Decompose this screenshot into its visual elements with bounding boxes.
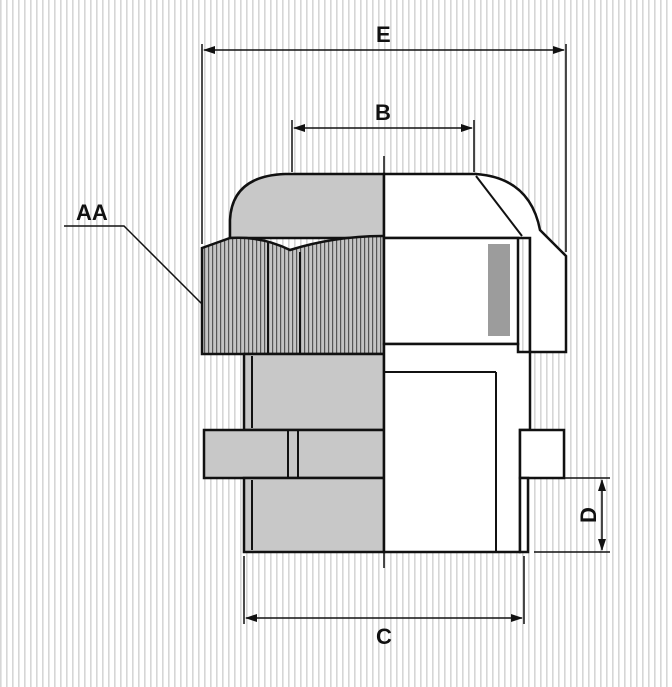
section-thread xyxy=(518,476,530,554)
section-body xyxy=(382,342,532,554)
knurled-nut xyxy=(200,234,386,356)
label-aa: AA xyxy=(76,200,108,225)
seal-window xyxy=(488,244,510,336)
label-c: C xyxy=(376,624,392,649)
section-cap-outline xyxy=(382,172,568,354)
section-half xyxy=(382,172,568,554)
label-d: D xyxy=(576,507,601,523)
dome-cap xyxy=(228,172,386,240)
exterior-half xyxy=(200,172,386,554)
label-e: E xyxy=(376,22,391,47)
flange xyxy=(202,428,386,480)
upper-body xyxy=(242,352,386,432)
thread-section xyxy=(242,476,386,554)
section-flange xyxy=(518,428,566,480)
label-b: B xyxy=(375,100,391,125)
aa-leader xyxy=(64,225,203,305)
dimensions xyxy=(64,44,610,624)
